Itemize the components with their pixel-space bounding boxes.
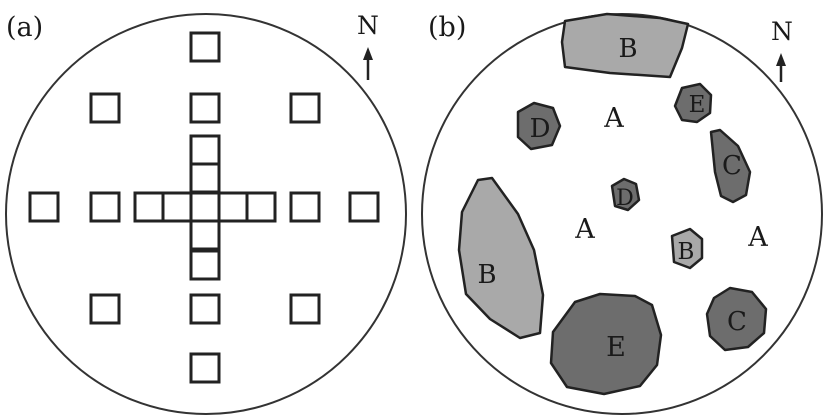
patch-label: B bbox=[678, 239, 695, 265]
habitat-patches: B E D A C D A B A B bbox=[457, 12, 768, 396]
patch-b-top bbox=[560, 12, 690, 79]
quadrat bbox=[89, 293, 121, 325]
patch-e-bottom bbox=[549, 292, 663, 396]
sampling-quadrat-grid bbox=[28, 31, 380, 384]
patch-label: A bbox=[747, 222, 768, 253]
quadrat bbox=[89, 191, 121, 223]
patch-b-left bbox=[457, 176, 545, 340]
quadrat bbox=[28, 191, 60, 223]
patch-label: A bbox=[603, 103, 624, 134]
quadrat bbox=[289, 191, 321, 223]
patch-label: C bbox=[727, 307, 747, 337]
patch-label: C bbox=[722, 151, 742, 181]
quadrat bbox=[189, 352, 221, 384]
patch-b-small bbox=[670, 227, 704, 270]
quadrat bbox=[189, 293, 221, 325]
panel-b-north-label: N bbox=[771, 17, 793, 46]
panel-a-north-arrow-icon bbox=[363, 47, 373, 80]
patch-label: D bbox=[616, 186, 634, 211]
quadrat bbox=[189, 249, 221, 281]
quadrat bbox=[189, 162, 221, 194]
patch-d-upper bbox=[516, 101, 562, 151]
patch-label: D bbox=[530, 114, 551, 144]
patch-label: B bbox=[618, 34, 637, 64]
panel-a: (a) N bbox=[5, 11, 407, 415]
quadrat bbox=[189, 92, 221, 124]
quadrat bbox=[348, 191, 380, 223]
quadrat bbox=[189, 134, 221, 166]
quadrat bbox=[161, 191, 193, 223]
panel-b-label: (b) bbox=[428, 12, 466, 43]
patch-c-bottom bbox=[705, 286, 768, 352]
quadrat bbox=[89, 92, 121, 124]
quadrat bbox=[189, 31, 221, 63]
quadrat bbox=[217, 191, 249, 223]
patch-label: E bbox=[606, 332, 626, 363]
quadrat-center bbox=[189, 191, 221, 223]
quadrat bbox=[289, 293, 321, 325]
panel-b-north-arrow-icon bbox=[776, 53, 786, 82]
patch-label: A bbox=[574, 214, 595, 245]
patch-e-upper bbox=[673, 82, 713, 124]
quadrat bbox=[289, 92, 321, 124]
panel-a-north-label: N bbox=[357, 11, 379, 40]
quadrat bbox=[189, 219, 221, 251]
panel-b: (b) N B E D A C D A bbox=[421, 12, 823, 415]
patch-d-center bbox=[610, 177, 641, 212]
patch-label: B bbox=[477, 260, 496, 290]
panel-a-label: (a) bbox=[6, 12, 43, 43]
patch-label: E bbox=[689, 92, 706, 118]
quadrat bbox=[133, 191, 165, 223]
patch-c-right bbox=[709, 128, 752, 204]
quadrat bbox=[245, 191, 277, 223]
